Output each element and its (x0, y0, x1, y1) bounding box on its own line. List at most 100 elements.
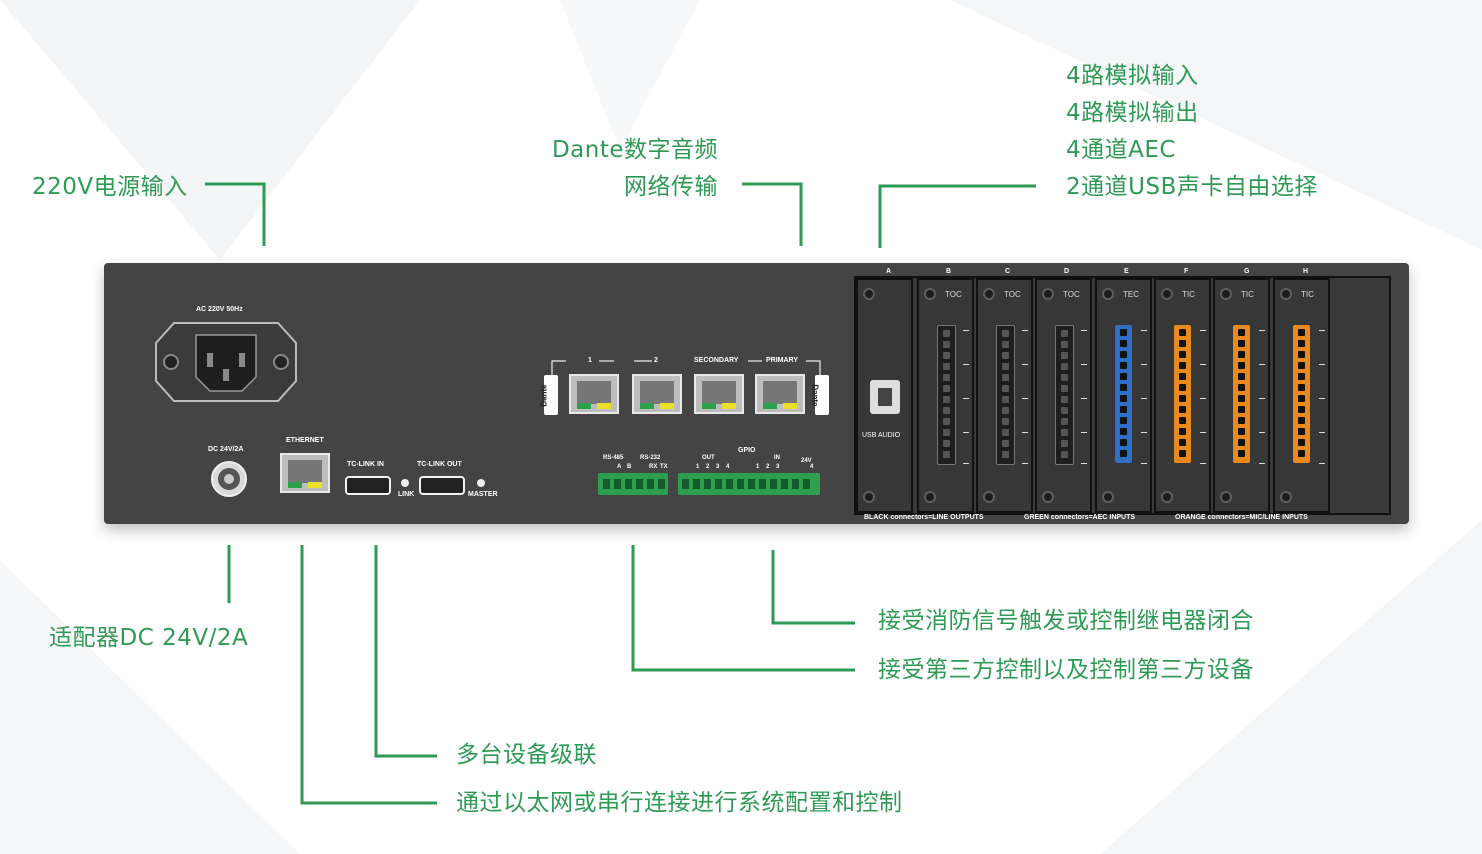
slot-d-terminal[interactable] (1055, 325, 1074, 465)
master-label: MASTER (468, 491, 498, 498)
ethernet-led-green (288, 482, 302, 488)
slot-c-card: TOC (976, 278, 1033, 513)
slot-letter-g: G (1244, 268, 1250, 275)
slot-h-type: TIC (1301, 290, 1314, 299)
tclink-in-port[interactable] (345, 476, 391, 495)
callout-slots: 4路模拟输入 4路模拟输出 4通道AEC 2通道USB声卡自由选择 (1066, 58, 1318, 206)
slot-c-type: TOC (1004, 290, 1021, 299)
callout-ethernet: 通过以太网或串行连接进行系统配置和控制 (456, 790, 903, 816)
leader-relay (771, 550, 855, 625)
callout-dante-line1: Dante数字音频 (551, 137, 718, 163)
dc-label: DC 24V/2A (208, 446, 244, 453)
slot-e-terminal[interactable] (1115, 325, 1132, 463)
slot-f-terminal[interactable] (1174, 325, 1191, 463)
slot-b-type: TOC (945, 290, 962, 299)
slot-e-type: TEC (1123, 290, 1139, 299)
leader-cascade (374, 545, 437, 758)
gpio-label: GPIO (738, 447, 756, 454)
gpio-num: 4 (810, 464, 814, 470)
device-rear-panel: AC 220V 50Hz DC 24V/2A ETHERNET TC-LINK … (104, 263, 1409, 524)
slot-f-card: TIC (1154, 278, 1211, 513)
slot-e-card: TEC (1095, 278, 1152, 513)
link-label: LINK (398, 491, 415, 498)
ethernet-label: ETHERNET (286, 437, 324, 444)
gpio-num: 2 (766, 464, 770, 470)
slot-g-terminal[interactable] (1233, 325, 1250, 463)
slot-b-card: TOC (917, 278, 974, 513)
callout-relay: 接受消防信号触发或控制继电器闭合 (878, 608, 1254, 634)
dante-logo-left: Dante (540, 375, 558, 415)
master-led (477, 479, 485, 487)
dc-jack[interactable] (209, 459, 249, 499)
slot-letter-a: A (886, 268, 892, 275)
callout-dante-line2: 网络传输 (624, 174, 718, 200)
dante-secondary-label: SECONDARY (694, 357, 739, 364)
slot-letter-b: B (946, 268, 952, 275)
ac-label: AC 220V 50Hz (196, 306, 243, 313)
callout-power: 220V电源输入 (32, 174, 188, 200)
serial-terminal-block[interactable] (598, 473, 668, 495)
dante-port-1[interactable] (569, 374, 619, 414)
callout-slots-line1: 4路模拟输入 (1066, 63, 1199, 89)
callout-dante: Dante数字音频 网络传输 (550, 132, 718, 206)
gpio-24v-label: 24V (801, 458, 812, 464)
legend-black: BLACK connectors=LINE OUTPUTS (864, 514, 984, 521)
callout-slots-line2: 4路模拟输出 (1066, 100, 1199, 126)
slot-c-terminal[interactable] (996, 325, 1015, 465)
slot-b-terminal[interactable] (937, 325, 956, 465)
slot-d-type: TOC (1063, 290, 1080, 299)
tclink-out-label: TC-LINK OUT (417, 461, 462, 468)
leader-third-party (631, 545, 855, 672)
callout-third-party: 接受第三方控制以及控制第三方设备 (878, 657, 1254, 683)
dante-port-2[interactable] (632, 374, 682, 414)
slot-letter-f: F (1184, 268, 1189, 275)
tclink-out-port[interactable] (419, 476, 465, 495)
dante-bracket (551, 360, 821, 379)
leader-power (205, 182, 266, 246)
gpio-out-label: OUT (702, 455, 715, 461)
gpio-num: 2 (706, 464, 710, 470)
slot-d-card: TOC (1035, 278, 1092, 513)
ac-power-inlet[interactable] (154, 321, 298, 403)
gpio-num: 4 (726, 464, 730, 470)
rs232-pin-tx: TX (660, 464, 668, 470)
rs232-label: RS-232 (640, 455, 661, 461)
leader-dante (742, 182, 803, 246)
dante-primary-label: PRIMARY (766, 357, 799, 364)
gpio-num: 1 (756, 464, 760, 470)
tclink-in-label: TC-LINK IN (347, 461, 384, 468)
gpio-terminal-block[interactable] (678, 473, 820, 495)
slot-g-card: TIC (1213, 278, 1270, 513)
link-led (401, 479, 409, 487)
legend-green: GREEN connectors=AEC INPUTS (1024, 514, 1136, 521)
slot-letter-e: E (1124, 268, 1129, 275)
slot-a-usb-card: USB AUDIO (856, 278, 913, 513)
gpio-in-label: IN (774, 455, 780, 461)
slot-g-type: TIC (1241, 290, 1254, 299)
callout-slots-line3: 4通道AEC (1066, 137, 1176, 163)
dante-port-2-label: 2 (654, 357, 658, 364)
usb-port[interactable] (870, 380, 900, 414)
gpio-num: 3 (716, 464, 720, 470)
rs232-pin-rx: RX (649, 464, 658, 470)
dante-logo-right: Dante (811, 375, 829, 415)
rs485-label: RS-485 (603, 455, 624, 461)
gpio-num: 1 (696, 464, 700, 470)
callout-cascade: 多台设备级联 (456, 742, 597, 768)
dante-port-secondary[interactable] (694, 374, 744, 414)
callout-slots-line4: 2通道USB声卡自由选择 (1066, 174, 1318, 200)
legend-orange: ORANGE connectors=MIC/LINE INPUTS (1175, 514, 1308, 521)
dante-port-primary[interactable] (755, 374, 805, 414)
usb-audio-label: USB AUDIO (862, 432, 901, 439)
slot-f-type: TIC (1182, 290, 1195, 299)
rs485-pin-b: B (627, 464, 632, 470)
ethernet-port[interactable] (280, 453, 330, 493)
gpio-num: 3 (776, 464, 780, 470)
slot-letter-h: H (1303, 268, 1309, 275)
dante-port-1-label: 1 (588, 357, 592, 364)
leader-slots (878, 184, 1036, 248)
slot-h-terminal[interactable] (1293, 325, 1310, 463)
ethernet-led-yellow (308, 482, 322, 488)
